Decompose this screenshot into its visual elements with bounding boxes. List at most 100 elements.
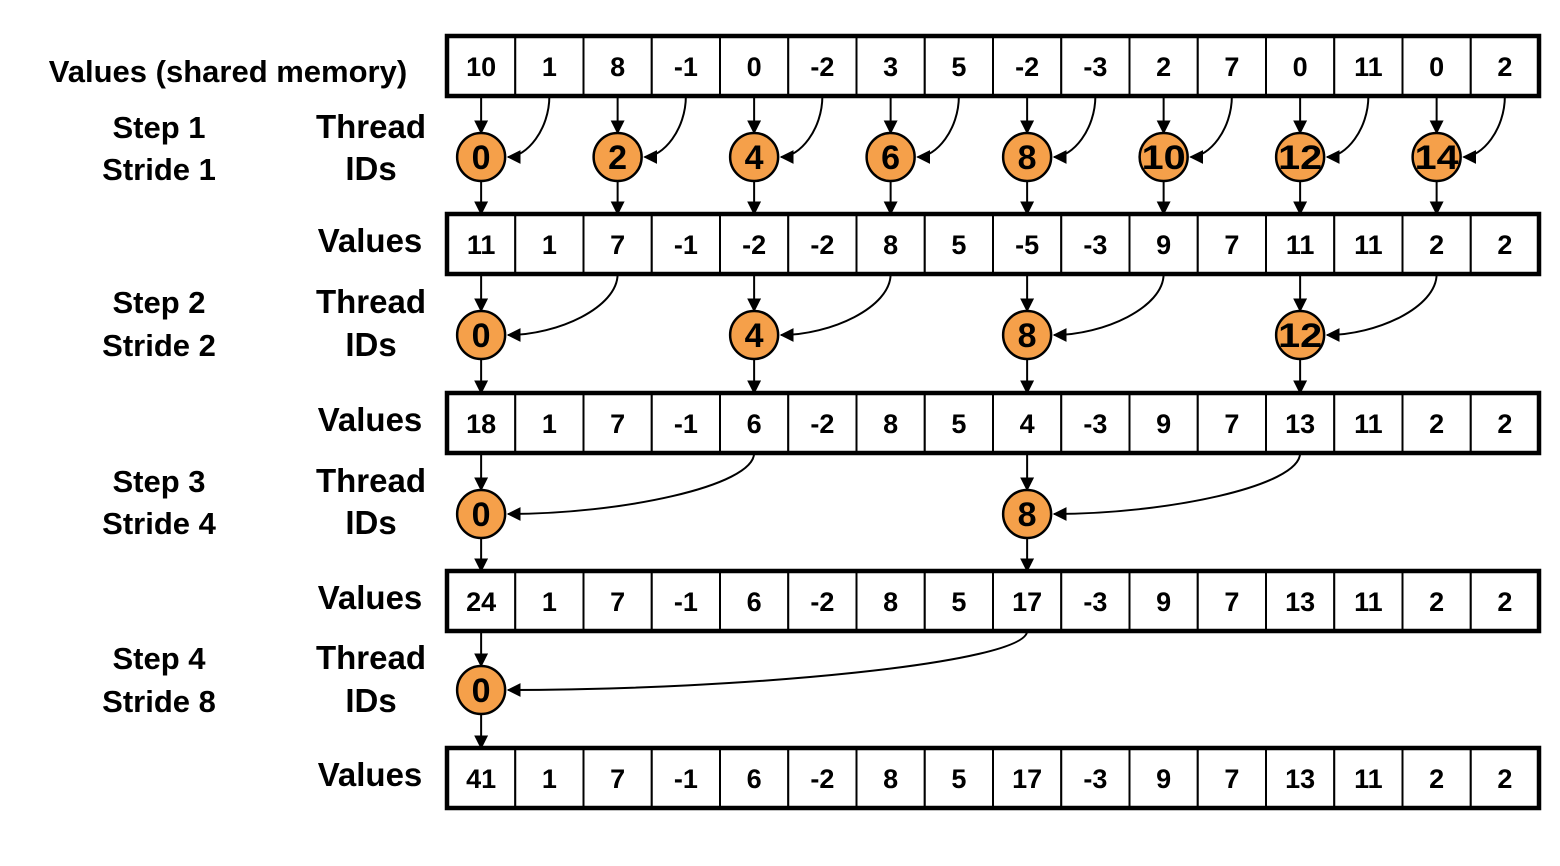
value-cell — [1060, 392, 1131, 454]
value-cell-text: 0 — [747, 52, 762, 82]
thread-id-text: 0 — [472, 317, 491, 355]
thread-node: 2 — [592, 131, 643, 183]
thread-node: 8 — [1001, 309, 1053, 361]
thread-id-text: 4 — [745, 317, 764, 355]
value-cell-text: 2 — [1497, 230, 1512, 260]
value-cell-text: 8 — [883, 409, 898, 439]
row-border — [444, 211, 1542, 277]
value-cell-text: 7 — [1224, 230, 1239, 260]
value-cell-text: 5 — [951, 230, 966, 260]
reduce-arrow — [779, 95, 824, 164]
value-cell — [1060, 570, 1131, 632]
thread-id-text: 2 — [608, 139, 627, 177]
value-cell — [992, 570, 1063, 632]
stride-label: Stride 8 — [102, 684, 216, 719]
value-cell-text: 2 — [1429, 764, 1444, 794]
value-cell-text: 2 — [1497, 764, 1512, 794]
step-label: Step 1 — [112, 110, 205, 145]
thread-circle — [1274, 309, 1326, 361]
value-cell-text: 5 — [951, 52, 966, 82]
value-cell-text: 7 — [1224, 764, 1239, 794]
thread-node: 0 — [455, 131, 507, 183]
thread-node: 4 — [728, 131, 780, 183]
value-cell-text: 1 — [542, 52, 557, 82]
value-cell-text: 7 — [610, 409, 625, 439]
value-cell-text: -5 — [1015, 230, 1039, 260]
value-cell — [1265, 392, 1336, 454]
thread-id-text: 0 — [472, 139, 491, 177]
value-cell-text: 2 — [1429, 587, 1444, 617]
value-cell-text: 8 — [610, 52, 625, 82]
value-cell-text: -1 — [674, 52, 698, 82]
value-cell-text: 11 — [1354, 230, 1383, 260]
value-cell-text: -3 — [1083, 409, 1107, 439]
value-cell-text: 2 — [1429, 409, 1444, 439]
thread-circle — [455, 131, 507, 183]
thread-id-text: 14 — [1415, 139, 1459, 177]
value-cell-text: 11 — [1354, 764, 1383, 794]
thread-node: 8 — [1001, 131, 1053, 183]
value-cell-text: -1 — [674, 587, 698, 617]
step-label: Step 4 — [112, 641, 206, 676]
value-cell-text: 2 — [1497, 52, 1512, 82]
thread-node: 0 — [455, 309, 507, 361]
reduce-arrow — [1462, 95, 1506, 164]
value-cell-text: 2 — [1156, 52, 1171, 82]
thread-circle — [455, 664, 507, 716]
value-cell — [650, 392, 721, 454]
value-cell-text: 5 — [951, 764, 966, 794]
value-cell-text: -3 — [1083, 52, 1107, 82]
thread-node: 4 — [728, 309, 780, 361]
thread-circle — [1411, 131, 1462, 183]
value-cell-text: -1 — [674, 409, 698, 439]
thread-id-text: 12 — [1278, 139, 1322, 177]
value-cell-text: 1 — [542, 409, 557, 439]
value-cell-text: 13 — [1285, 409, 1315, 439]
value-cell — [446, 392, 517, 454]
shared-memory-label: Values (shared memory) — [49, 54, 407, 89]
value-cell-text: 11 — [1354, 52, 1383, 82]
thread-circle — [455, 309, 507, 361]
thread-node: 12 — [1274, 309, 1326, 361]
value-cell-text: 9 — [1156, 409, 1171, 439]
value-cell-text: -2 — [1015, 52, 1039, 82]
thread-circle — [865, 131, 916, 183]
value-cell-text: 10 — [466, 52, 496, 82]
value-cell-text: -1 — [674, 764, 698, 794]
reduce-arrow — [1052, 273, 1165, 342]
value-cell-text: 11 — [1354, 587, 1383, 617]
thread-circle — [1274, 131, 1326, 183]
value-cell — [1333, 570, 1404, 632]
value-cell — [1060, 213, 1131, 275]
thread-circle — [592, 131, 643, 183]
thread-circle — [455, 488, 507, 540]
thread-label: Thread — [316, 283, 426, 320]
reduce-arrow — [643, 95, 687, 164]
thread-circle — [1001, 309, 1053, 361]
value-cell-text: 8 — [883, 764, 898, 794]
thread-circle — [1001, 131, 1053, 183]
value-cell — [1469, 213, 1540, 275]
value-cell — [1196, 570, 1267, 632]
reduce-arrow — [1052, 95, 1097, 164]
row-border — [444, 33, 1542, 99]
value-cell — [992, 392, 1063, 454]
thread-id-text: 12 — [1278, 317, 1322, 355]
value-cell-text: 7 — [1224, 409, 1239, 439]
thread-id-text: 6 — [881, 139, 900, 177]
value-cell-text: 17 — [1012, 587, 1042, 617]
value-cell-text: 7 — [610, 587, 625, 617]
value-cell — [719, 213, 790, 275]
value-cell-text: 6 — [747, 764, 762, 794]
values-label: Values — [318, 401, 423, 438]
value-cell-text: 7 — [1224, 52, 1239, 82]
value-cell-text: 4 — [1020, 409, 1035, 439]
reduce-arrow — [506, 630, 1029, 697]
thread-node: 12 — [1274, 131, 1326, 183]
thread-label: Thread — [316, 108, 426, 145]
reduce-arrow — [1052, 452, 1302, 521]
thread-circle — [1138, 131, 1189, 183]
